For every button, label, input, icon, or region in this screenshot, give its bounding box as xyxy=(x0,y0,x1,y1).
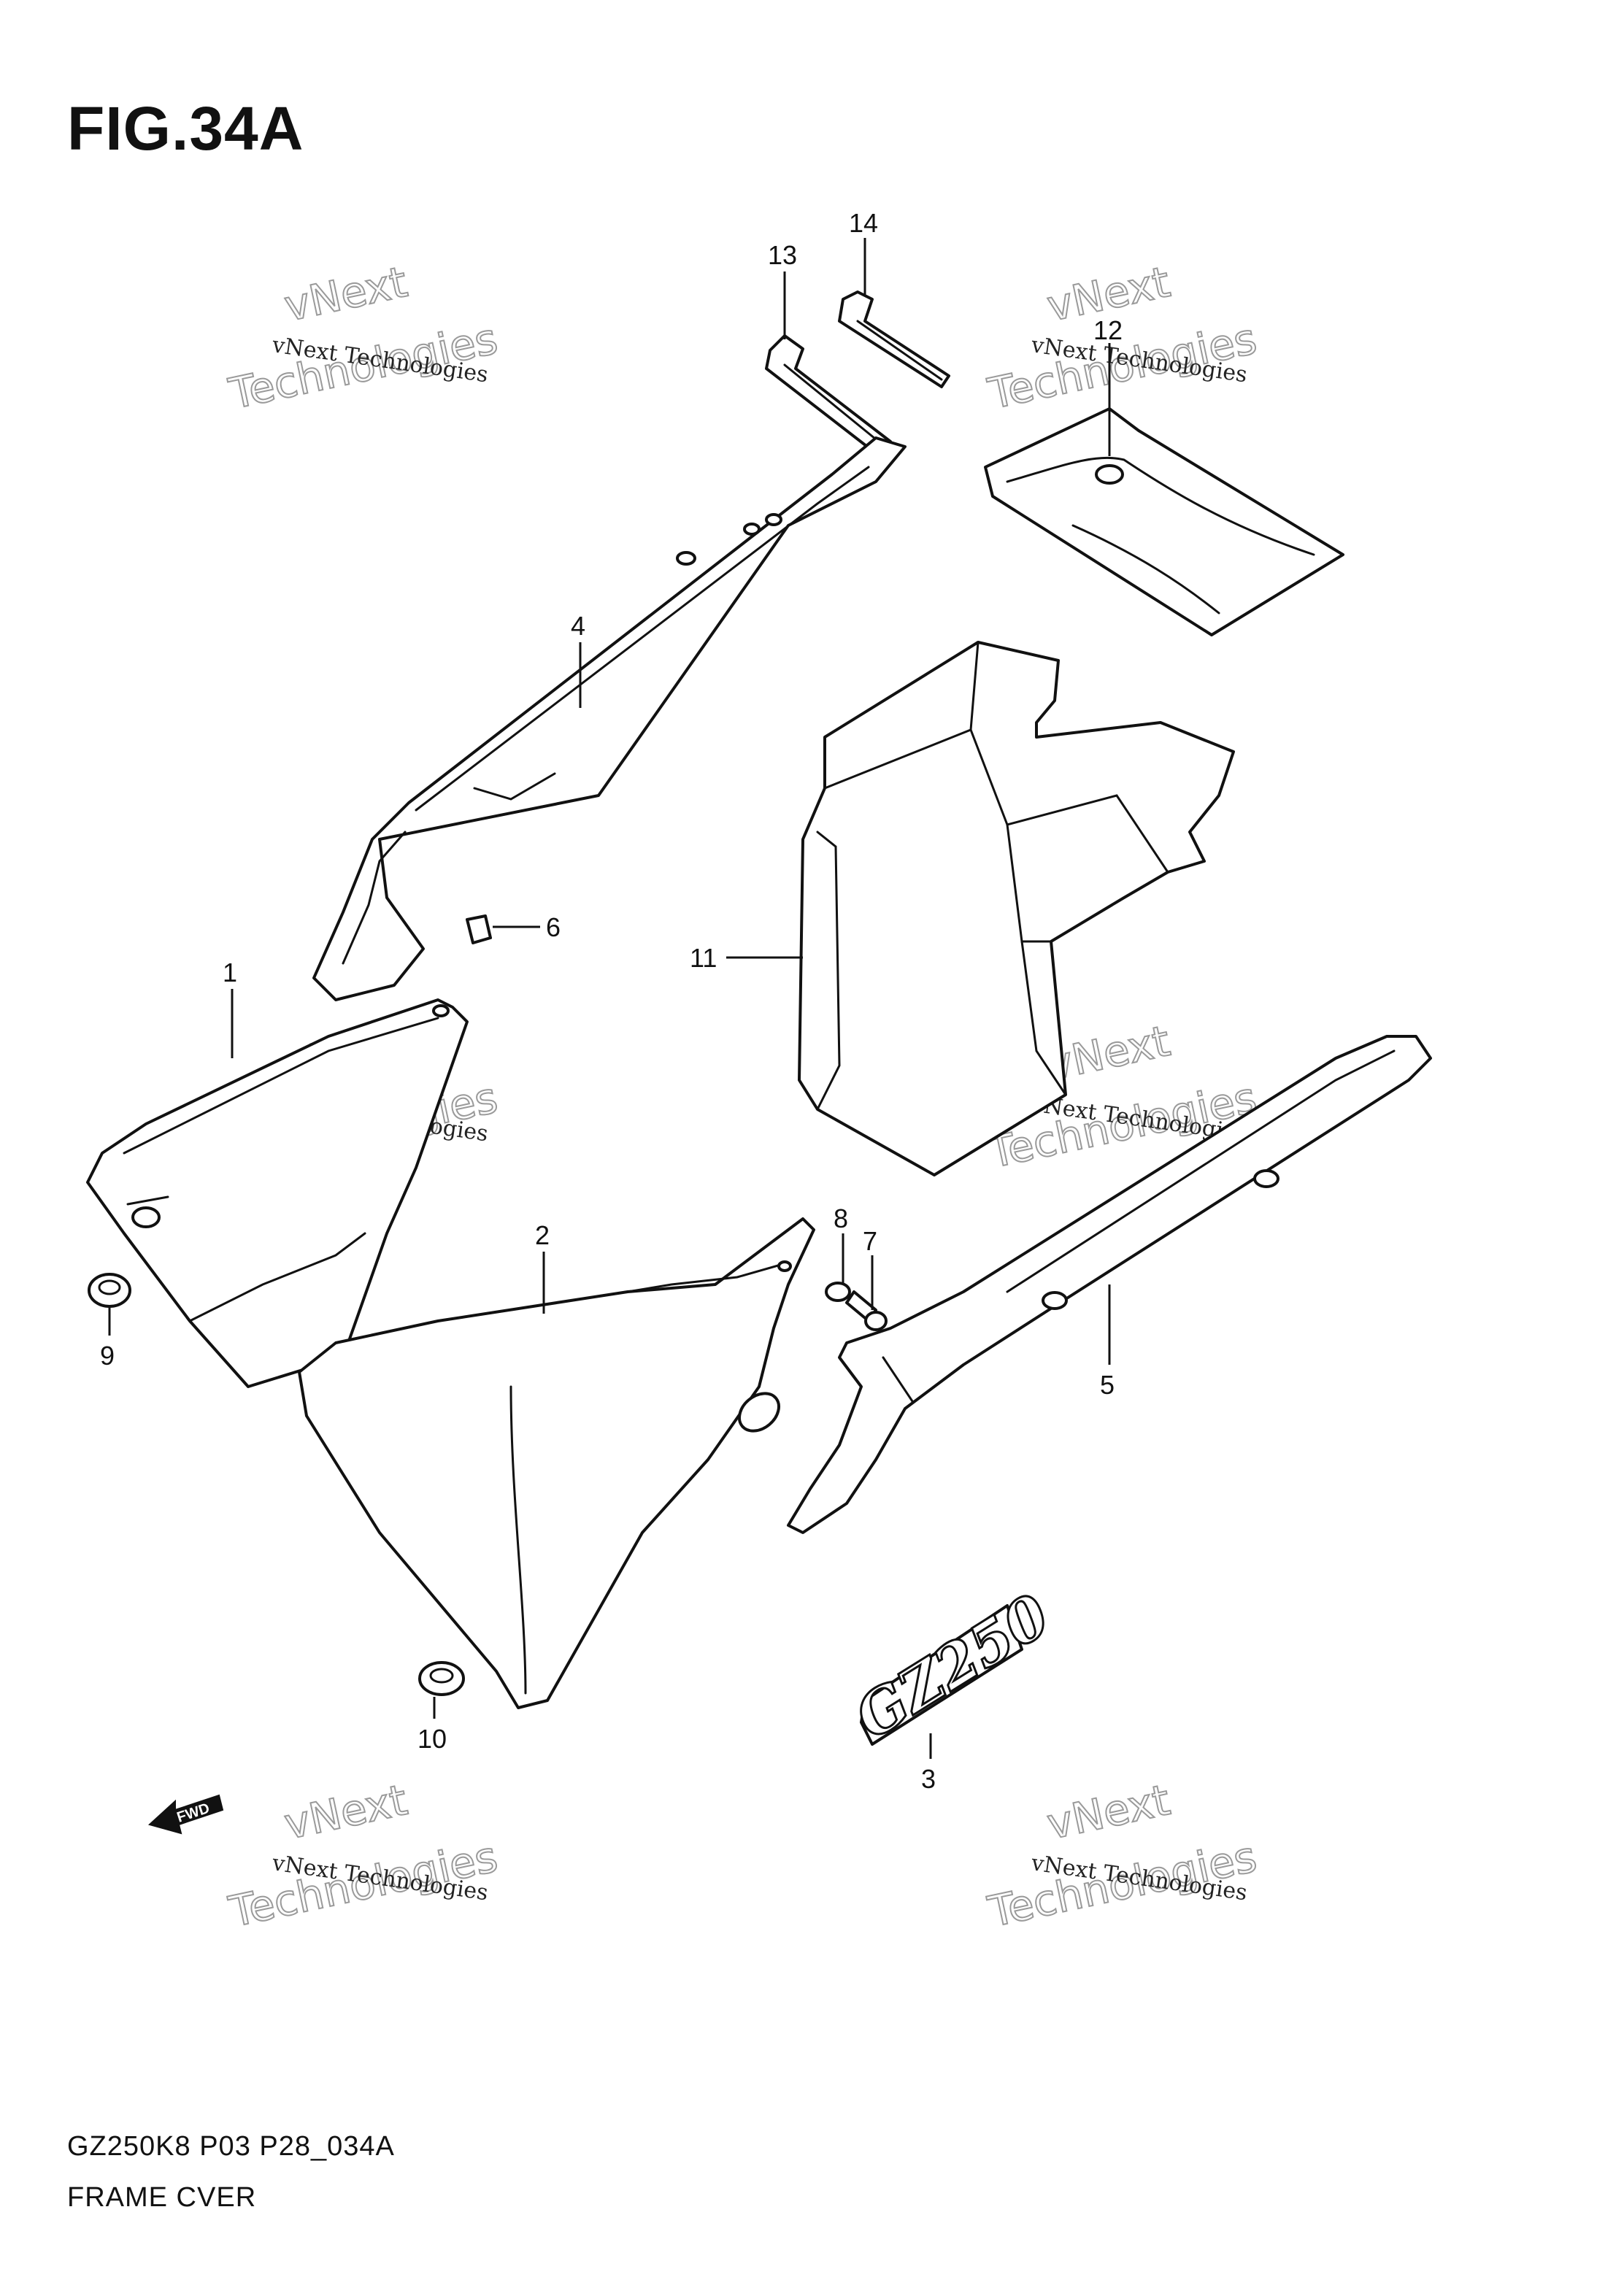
figure-title: FIG.34A xyxy=(67,94,304,163)
part-14-hex-wrench xyxy=(838,290,950,388)
callout-8: 8 xyxy=(834,1203,848,1233)
part-13-hex-wrench xyxy=(765,334,892,458)
figure-name: FRAME CVER xyxy=(67,2182,257,2213)
callout-9: 9 xyxy=(100,1341,115,1371)
callout-12: 12 xyxy=(1093,315,1123,345)
part-5-frame-cover xyxy=(787,1035,1432,1534)
part-4-frame-cover xyxy=(312,436,907,1001)
part-6-clip xyxy=(466,914,492,944)
svg-text:vNext: vNext xyxy=(280,257,412,331)
callout-5: 5 xyxy=(1100,1370,1115,1400)
part-12-tool-bag xyxy=(984,407,1344,636)
watermark-1: vNext Technologies vNext Technologies xyxy=(224,256,503,420)
part-8-washer xyxy=(825,1282,851,1302)
leader-lines xyxy=(108,238,1111,1759)
forward-arrow-icon: FWD xyxy=(147,1794,224,1835)
part-10-grommet xyxy=(418,1661,465,1696)
callout-7: 7 xyxy=(863,1226,877,1256)
callout-2: 2 xyxy=(535,1220,550,1250)
watermark-6: vNext Technologies vNext Technologies xyxy=(983,1774,1262,1938)
part-11-inner-fender xyxy=(798,641,1235,1176)
svg-text:vNext: vNext xyxy=(1043,1775,1174,1849)
callout-10: 10 xyxy=(417,1724,447,1754)
part-1-side-cover xyxy=(86,998,469,1388)
part-2-side-cover xyxy=(298,1217,815,1709)
callout-11: 11 xyxy=(690,943,717,973)
emblem-text: GZ250 xyxy=(843,1581,1061,1752)
watermark-5: vNext Technologies vNext Technologies xyxy=(224,1774,503,1938)
figure-code: GZ250K8 P03 P28_034A xyxy=(67,2131,395,2162)
svg-text:vNext: vNext xyxy=(280,1775,412,1849)
callout-3: 3 xyxy=(921,1764,936,1794)
forward-arrow-label: FWD xyxy=(175,1800,212,1826)
callout-numbers: 1 2 3 4 5 6 7 8 9 10 11 12 13 14 xyxy=(100,208,1123,1794)
callout-4: 4 xyxy=(571,611,585,641)
part-3-emblem: GZ250 xyxy=(842,1579,1063,1753)
part-9-grommet xyxy=(88,1273,131,1308)
callout-6: 6 xyxy=(546,912,561,942)
callout-14: 14 xyxy=(849,208,878,238)
callout-13: 13 xyxy=(768,240,797,270)
part-7-screw xyxy=(845,1290,888,1331)
callout-1: 1 xyxy=(223,958,237,987)
